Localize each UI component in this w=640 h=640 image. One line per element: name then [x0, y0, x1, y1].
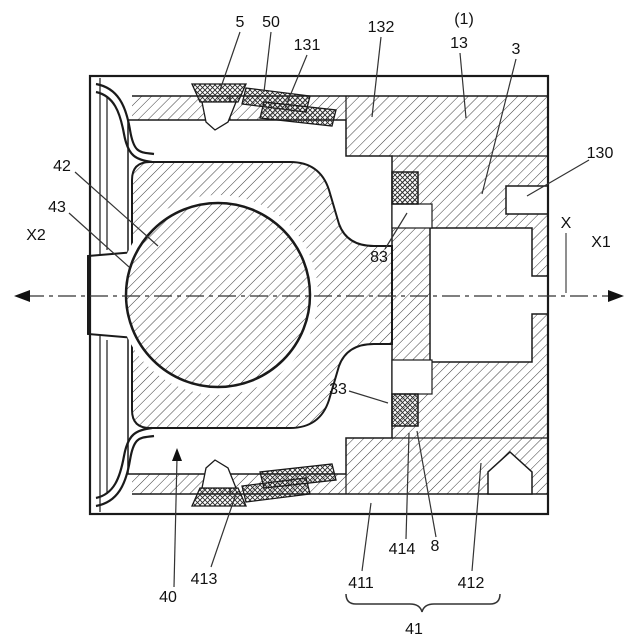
bottom-retainer-lug — [201, 459, 237, 489]
axis-arrow-right — [608, 290, 624, 302]
callout-41: 41 — [405, 621, 423, 638]
side-notch-130 — [505, 185, 549, 215]
callout-130: 130 — [587, 145, 614, 162]
bottom-seal-band-inner — [259, 463, 337, 489]
axis-label-x1: X1 — [591, 234, 611, 251]
leader-42 — [74, 171, 159, 247]
axis-label-x2: X2 — [26, 227, 46, 244]
housing-bore — [429, 227, 549, 363]
seal-pocket-upper — [391, 203, 433, 229]
leader-3 — [481, 58, 517, 195]
top-clamp-band — [190, 83, 248, 103]
leader-33 — [348, 390, 389, 404]
leader-130 — [526, 159, 590, 197]
ball — [124, 201, 312, 389]
boot-band-bottom-inner — [95, 426, 153, 500]
bottom-clamp-band — [190, 487, 248, 507]
outer-frame — [88, 74, 550, 516]
callout-13: 13 — [450, 35, 468, 52]
leader-413 — [210, 490, 238, 568]
leader-43 — [68, 212, 130, 268]
leader-40 — [173, 457, 178, 588]
leader-40-arrowhead — [172, 448, 182, 461]
boot-band-bottom-outer — [95, 434, 155, 508]
top-retainer-lug — [201, 101, 237, 131]
axis-group — [14, 233, 624, 302]
leader-411 — [361, 502, 372, 572]
leader-5 — [219, 31, 241, 91]
callout-83: 83 — [370, 249, 388, 266]
callout-43: 43 — [48, 199, 66, 216]
bottom-right-notch — [487, 450, 533, 495]
callout-40: 40 — [159, 589, 177, 606]
callout-131: 131 — [294, 37, 321, 54]
callout-42: 42 — [53, 158, 71, 175]
leader-414 — [405, 432, 410, 540]
brace-41 — [345, 593, 501, 613]
callout-50: 50 — [262, 14, 280, 31]
callout-labels: 5 50 131 132 (1) 13 3 130 42 43 X2 X X1 … — [26, 11, 613, 638]
leader-412 — [471, 462, 482, 572]
boot-band-top-outer — [95, 82, 155, 156]
boot-band-top-inner — [95, 90, 153, 164]
seal-ring-134 — [391, 171, 419, 205]
callout-411: 411 — [348, 575, 374, 592]
seal-ring-8 — [391, 393, 419, 427]
axis-label-x: X — [561, 215, 572, 232]
leader-50 — [263, 31, 272, 93]
callout-1: (1) — [454, 11, 474, 28]
inner-member-group — [87, 161, 393, 429]
callout-8: 8 — [431, 538, 440, 555]
callout-33: 33 — [329, 381, 347, 398]
leader-132 — [371, 36, 382, 118]
callout-412: 412 — [458, 575, 485, 592]
axis-arrow-left — [14, 290, 30, 302]
callout-414: 414 — [389, 541, 416, 558]
top-seal-131 — [259, 101, 337, 127]
leader-131 — [284, 54, 308, 109]
boot-group — [95, 78, 155, 512]
seals-group — [190, 83, 419, 507]
callout-132: 132 — [368, 19, 395, 36]
seal-pocket-lower — [391, 359, 433, 395]
callout-413: 413 — [191, 571, 218, 588]
leader-83 — [384, 212, 408, 250]
leader-lines — [68, 31, 590, 613]
leader-13 — [459, 52, 467, 119]
leader-8 — [416, 430, 437, 538]
callout-3: 3 — [512, 41, 521, 58]
callout-5: 5 — [236, 14, 245, 31]
